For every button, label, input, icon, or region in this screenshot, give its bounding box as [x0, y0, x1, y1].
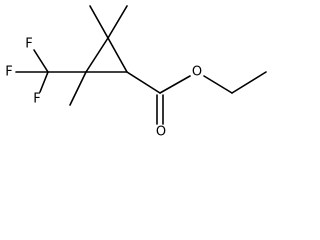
methyl-bond-top-left [89, 5, 109, 39]
carbonyl-oxygen-atom: O [156, 125, 166, 140]
fluorine-atom-top: F [25, 37, 32, 52]
trifluoromethyl-group: F F F [5, 37, 87, 107]
ethyl-ester-group: O O [126, 65, 267, 140]
ester-oxygen-bond [159, 75, 191, 94]
ethyl-bond-1 [203, 75, 233, 94]
fluorine-atom-left: F [5, 65, 12, 80]
methyl-bond-top-right [107, 5, 128, 39]
ring-to-carbonyl-bond [126, 71, 161, 94]
ester-oxygen-atom: O [192, 65, 202, 80]
fluorine-atom-bottom: F [33, 92, 40, 107]
gem-dimethyl-group [89, 5, 128, 39]
cyclopropane-ring [85, 37, 128, 73]
cf-bond-bottom [39, 71, 49, 93]
ring-bond-top-left [85, 37, 109, 73]
molecule-structure: F F F O O [5, 5, 267, 140]
ethyl-bond-2 [231, 71, 267, 94]
methyl-bond-lower [69, 71, 87, 106]
cf-bond-top [33, 49, 49, 73]
ring-bond-top-right [107, 37, 128, 73]
